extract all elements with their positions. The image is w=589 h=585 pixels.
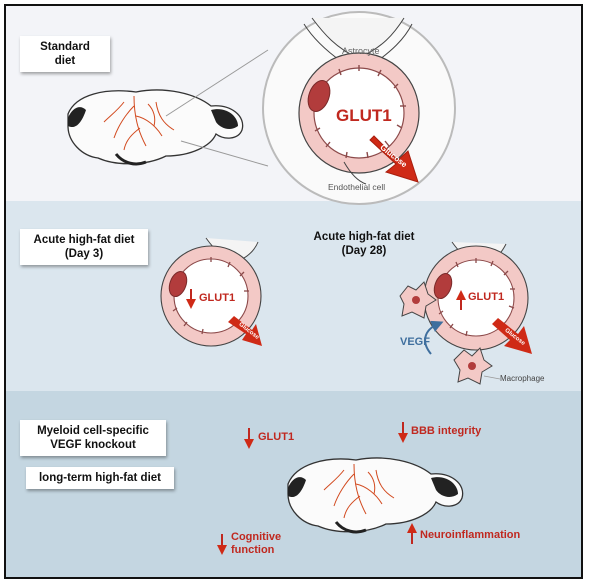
endothelial-cell-label: Endothelial cell — [328, 182, 386, 192]
standard-diet-line1: Standard — [40, 41, 90, 53]
knockout-line2: VEGF knockout — [50, 439, 136, 451]
acute-day28-line2: (Day 28) — [341, 245, 387, 257]
standard-diet-label: Standard diet — [20, 36, 110, 72]
cognitive-line2: function — [231, 544, 275, 556]
neuroinflammation-label: Neuroinflammation — [420, 529, 521, 541]
vegf-label: VEGF — [400, 336, 430, 348]
standard-diet-line2: diet — [54, 55, 76, 67]
astrocyte-label: Astrocyte — [342, 46, 380, 56]
glucose-arrow-top — [369, 135, 419, 183]
knockout-label: Myeloid cell-specific VEGF knockout — [20, 420, 166, 456]
long-term-diet-label: long-term high-fat diet — [26, 467, 174, 489]
acute-day3-line2: (Day 3) — [64, 248, 104, 260]
glut1-label-standard: GLUT1 — [336, 106, 392, 125]
vegf-arrow — [424, 320, 444, 355]
acute-day3-label: Acute high-fat diet (Day 3) — [20, 229, 148, 265]
macrophage-cell-lower — [453, 347, 493, 385]
zoom-line-upper — [165, 49, 269, 117]
illustration-layer: Glucose Glucose Glucose — [67, 11, 532, 555]
acute-day28-line1: Acute high-fat diet — [313, 231, 415, 243]
macrophage-pointer — [483, 375, 501, 380]
acute-day28-label: Acute high-fat diet (Day 28) — [300, 226, 428, 262]
bbb-integrity-label: BBB integrity — [411, 425, 482, 437]
glut1-label-knockout: GLUT1 — [258, 431, 295, 443]
macrophage-cell-upper — [399, 281, 437, 319]
cognitive-line1: Cognitive — [231, 531, 282, 543]
knockout-line1: Myeloid cell-specific — [37, 425, 149, 437]
glut1-label-day3: GLUT1 — [199, 292, 236, 304]
cognitive-function-label: Cognitive function — [231, 531, 281, 557]
zoom-line-lower — [180, 140, 269, 167]
figure-frame: Glucose Glucose Glucose Standard diet As… — [4, 4, 583, 579]
acute-day3-line1: Acute high-fat diet — [33, 234, 135, 246]
brain-illustration-bottom — [287, 457, 464, 534]
glucose-arrow-day3 — [228, 316, 262, 346]
brain-illustration-top — [67, 89, 244, 166]
glut1-label-day28: GLUT1 — [468, 291, 505, 303]
macrophage-label: Macrophage — [500, 374, 545, 383]
glucose-arrow-day28 — [492, 318, 532, 354]
